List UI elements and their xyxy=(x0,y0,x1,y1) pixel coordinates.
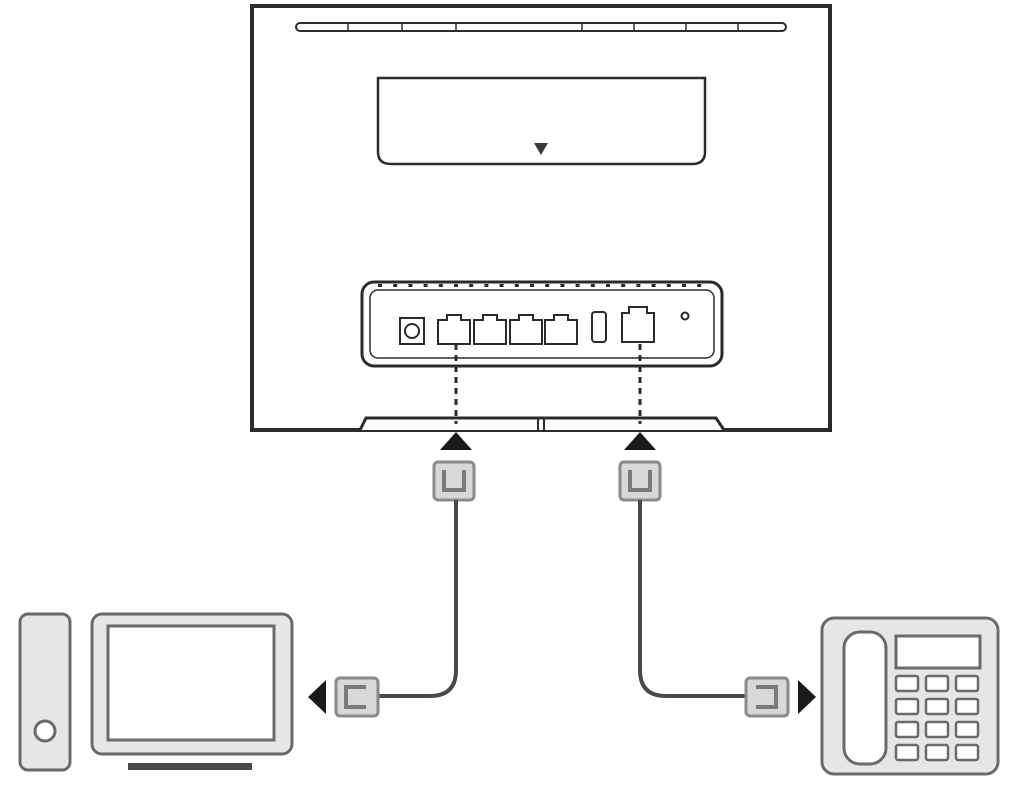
panel-dot xyxy=(590,284,595,287)
vent-dividers xyxy=(347,23,739,31)
telephone xyxy=(820,616,1000,776)
monitor-base xyxy=(128,763,252,770)
panel-dot xyxy=(423,284,428,287)
keypad-key xyxy=(954,697,980,716)
usb-port xyxy=(591,311,607,343)
panel-dot xyxy=(606,284,610,287)
panel-dot xyxy=(530,284,534,287)
panel-dot xyxy=(560,284,565,287)
keypad-key xyxy=(924,674,950,693)
triangle-right-icon xyxy=(798,680,816,714)
lan-cable xyxy=(378,500,458,698)
keypad-key xyxy=(894,674,920,693)
panel-dot xyxy=(651,284,656,287)
keypad-key xyxy=(924,743,950,762)
keypad-key xyxy=(954,743,980,762)
panel-dot xyxy=(666,284,671,287)
monitor-screen xyxy=(106,624,276,742)
panel-dot xyxy=(408,284,413,287)
panel-dot xyxy=(575,284,580,287)
ethernet-plug-icon xyxy=(432,460,476,502)
triangle-down-icon xyxy=(534,143,548,155)
lan-port-3 xyxy=(509,314,543,345)
ethernet-plug-icon xyxy=(334,676,380,718)
panel-dot xyxy=(499,284,504,287)
panel-dot xyxy=(636,284,641,287)
computer-tower xyxy=(18,612,72,772)
reset-hole xyxy=(680,311,690,321)
telephone-handset xyxy=(842,630,888,766)
power-button-icon xyxy=(33,719,57,743)
panel-dot xyxy=(454,284,458,287)
panel-dot xyxy=(378,284,382,287)
phone-plug-icon xyxy=(744,676,790,718)
panel-dots xyxy=(378,284,702,287)
keypad-key xyxy=(894,720,920,739)
router-stand xyxy=(358,416,726,431)
lan-port-2 xyxy=(473,314,507,345)
phone-cable xyxy=(638,500,746,698)
computer xyxy=(18,612,294,772)
telephone-display xyxy=(894,634,982,670)
power-port xyxy=(399,317,425,345)
panel-dot xyxy=(682,284,686,287)
top-vent-grille xyxy=(295,22,787,32)
lan-port-1 xyxy=(437,314,471,345)
panel-dot xyxy=(697,284,702,287)
lan-port-4 xyxy=(544,314,578,345)
keypad-key xyxy=(924,697,950,716)
panel-dot xyxy=(393,284,398,287)
panel-dot xyxy=(514,284,519,287)
panel-dot xyxy=(621,284,626,287)
triangle-up-icon xyxy=(624,432,656,450)
sim-card-cover xyxy=(376,76,707,166)
panel-dot xyxy=(469,284,474,287)
telephone-port xyxy=(621,306,655,343)
panel-dot xyxy=(438,284,443,287)
keypad-key xyxy=(954,674,980,693)
phone-plug-icon xyxy=(618,460,662,502)
triangle-up-icon xyxy=(440,432,472,450)
panel-dot xyxy=(484,284,489,287)
router xyxy=(250,4,832,432)
keypad-key xyxy=(924,720,950,739)
panel-dot xyxy=(545,284,550,287)
keypad-key xyxy=(954,720,980,739)
triangle-left-icon xyxy=(308,680,326,714)
telephone-keypad xyxy=(894,674,980,762)
lan-ports xyxy=(437,314,578,345)
keypad-key xyxy=(894,743,920,762)
keypad-key xyxy=(894,697,920,716)
